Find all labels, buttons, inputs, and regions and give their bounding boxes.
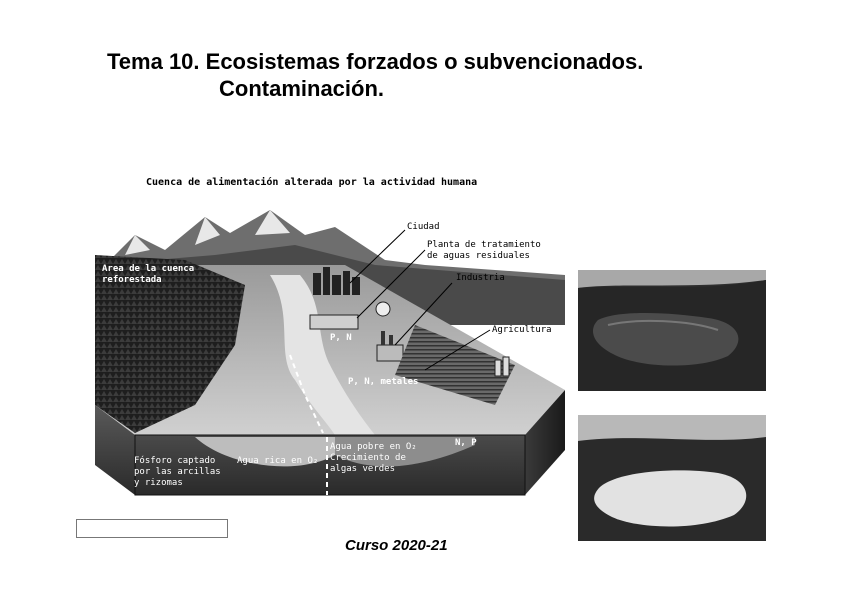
label-fosforo-line2: por las arcillas (134, 467, 221, 477)
label-fosforo-line1: Fósforo captado (134, 456, 215, 466)
label-np: N, P (455, 438, 477, 449)
label-planta-line2: de aguas residuales (427, 251, 530, 261)
label-agricultura: Agricultura (492, 325, 552, 336)
label-pn-metales: P, N, metales (348, 377, 418, 388)
lake-eutrophic-photo (578, 415, 766, 541)
slide-title-line2: Contaminación. (107, 75, 643, 102)
slide-title-line1: Tema 10. Ecosistemas forzados o subvenci… (107, 49, 643, 74)
blank-box (76, 519, 228, 538)
label-area-line2: reforestada (102, 275, 162, 285)
lake-clear-photo (578, 270, 766, 391)
label-planta: Planta de tratamiento de aguas residuale… (427, 240, 541, 262)
label-agua-rica: Agua rica en O₂ (237, 456, 318, 467)
label-agua-pobre-line2: Crecimiento de (330, 453, 406, 463)
label-ciudad: Ciudad (407, 222, 440, 233)
label-pn: P, N (330, 333, 352, 344)
slide-title: Tema 10. Ecosistemas forzados o subvenci… (107, 48, 643, 102)
label-industria: Industria (456, 273, 505, 284)
label-area-line1: Area de la cuenca (102, 264, 194, 274)
label-area-reforestada: Area de la cuenca reforestada (102, 264, 194, 286)
label-fosforo: Fósforo captado por las arcillas y rizom… (134, 456, 221, 489)
label-agua-pobre: Agua pobre en O₂ Crecimiento de algas ve… (330, 442, 417, 475)
label-fosforo-line3: y rizomas (134, 478, 183, 488)
figure-title: Cuenca de alimentación alterada por la a… (146, 177, 477, 188)
label-agua-pobre-line1: Agua pobre en O₂ (330, 442, 417, 452)
label-agua-pobre-line3: algas verdes (330, 464, 395, 474)
label-planta-line1: Planta de tratamiento (427, 240, 541, 250)
footer-course: Curso 2020-21 (345, 537, 448, 554)
